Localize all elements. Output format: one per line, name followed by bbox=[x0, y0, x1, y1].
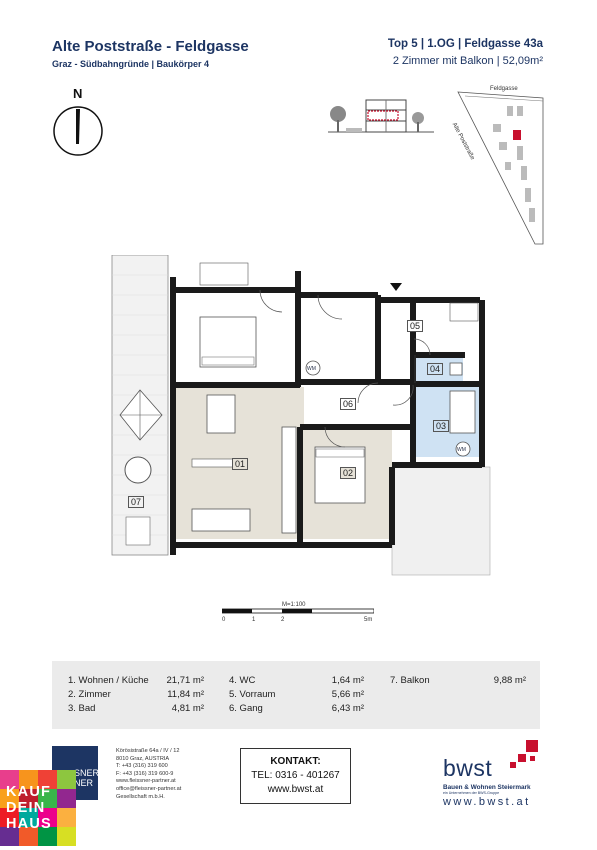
legend-item-name: 6. Gang bbox=[229, 703, 263, 714]
architect-address: Körösistraße 64a / IV / 12 8010 Graz, AU… bbox=[116, 748, 181, 801]
developer-subline: ein Unternehmen der BWS-Gruppe bbox=[443, 791, 500, 795]
scale-tick-5m: 5m bbox=[364, 617, 373, 623]
legend-item-area: 9,88 m² bbox=[493, 675, 526, 686]
scale-bar bbox=[222, 608, 374, 614]
room-label-07: 07 bbox=[128, 496, 145, 508]
site-street-feldgasse: Feldgasse bbox=[490, 86, 518, 92]
floor-plan bbox=[111, 255, 491, 576]
site-plan bbox=[457, 91, 544, 245]
badge-line: KAUF bbox=[6, 784, 52, 800]
project-title: Alte Poststraße - Feldgasse bbox=[52, 38, 249, 55]
contact-web[interactable]: www.bwst.at bbox=[267, 784, 324, 795]
address-line: Gesellschaft m.b.H. bbox=[116, 793, 165, 800]
address-line: www.fleissner-partner.at bbox=[116, 778, 176, 785]
address-line: F: +43 (316) 319 600-9 bbox=[116, 770, 174, 777]
room-label-02: 02 bbox=[340, 467, 357, 479]
project-subtitle: Graz - Südbahngründe | Baukörper 4 bbox=[52, 59, 210, 69]
address-line: office@fleissner-partner.at bbox=[116, 785, 182, 792]
badge-line: DEIN bbox=[6, 800, 46, 816]
room-label-05: 05 bbox=[407, 320, 424, 332]
badge-line: HAUS bbox=[6, 816, 52, 832]
legend-item-area: 1,64 m² bbox=[331, 675, 364, 686]
legend-item-name: 7. Balkon bbox=[390, 675, 430, 686]
scale-tick-2: 2 bbox=[281, 617, 285, 623]
legend-item-area: 5,66 m² bbox=[331, 689, 364, 700]
scale-tick-1: 1 bbox=[252, 617, 256, 623]
legend-item-area: 4,81 m² bbox=[171, 703, 204, 714]
scale-label: M=1:100 bbox=[282, 602, 306, 608]
legend-item-name: 4. WC bbox=[229, 675, 256, 686]
developer-tagline: Bauen & Wohnen Steiermark bbox=[443, 784, 531, 791]
unit-heading: Top 5 | 1.OG | Feldgasse 43a bbox=[387, 38, 543, 50]
contact-box: KONTAKT: TEL: 0316 - 401267 www.bwst.at bbox=[240, 748, 351, 804]
room-label-06: 06 bbox=[340, 398, 357, 410]
legend-item-name: 1. Wohnen / Küche bbox=[68, 675, 149, 686]
developer-name: bwst bbox=[443, 755, 493, 781]
architect-logo-text: SNER NER bbox=[74, 768, 100, 788]
legend-item-name: 3. Bad bbox=[68, 703, 96, 714]
room-label-03: 03 bbox=[433, 420, 450, 432]
kaufdeinhaus-badge bbox=[0, 770, 76, 846]
address-line: Körösistraße 64a / IV / 12 bbox=[116, 748, 180, 754]
address-line: 8010 Graz, AUSTRIA bbox=[116, 755, 170, 762]
contact-phone[interactable]: TEL: 0316 - 401267 bbox=[251, 770, 340, 781]
legend-item-area: 21,71 m² bbox=[166, 675, 205, 686]
address-line: T: +43 (316) 319 600 bbox=[116, 763, 168, 770]
scale-tick-0: 0 bbox=[222, 617, 226, 623]
north-arrow-icon bbox=[53, 106, 103, 156]
developer-url[interactable]: www.bwst.at bbox=[443, 796, 531, 808]
room-label-01: 01 bbox=[232, 458, 249, 470]
legend-item-name: 5. Vorraum bbox=[229, 689, 276, 700]
bwst-logo-mark bbox=[510, 740, 538, 768]
unit-detail: 2 Zimmer mit Balkon | 52,09m² bbox=[392, 55, 543, 67]
section-sketch bbox=[328, 99, 434, 133]
wm-label-2: WM bbox=[457, 447, 466, 453]
contact-heading: KONTAKT: bbox=[270, 756, 321, 767]
legend-item-area: 6,43 m² bbox=[331, 703, 364, 714]
legend-item-area: 11,84 m² bbox=[167, 689, 204, 700]
north-label: N bbox=[73, 86, 83, 101]
wm-label-1: WM bbox=[307, 366, 316, 372]
room-label-04: 04 bbox=[427, 363, 444, 375]
room-legend: 1. Wohnen / Küche 21,71 m² 2. Zimmer 11,… bbox=[52, 661, 540, 729]
legend-item-name: 2. Zimmer bbox=[68, 689, 111, 700]
